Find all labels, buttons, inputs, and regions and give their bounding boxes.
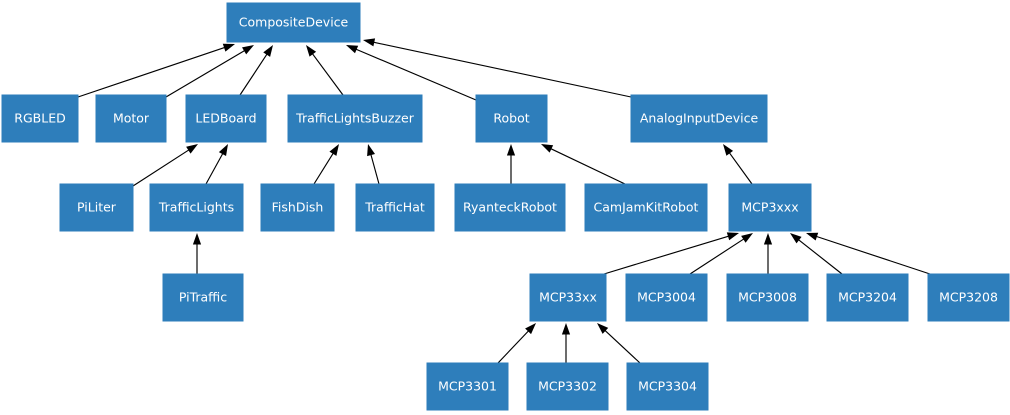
edge-trafficlights-to-ledboard bbox=[205, 144, 228, 185]
class-node-fishdish[interactable]: FishDish bbox=[260, 183, 335, 232]
node-box[interactable] bbox=[59, 183, 134, 232]
arrowhead-icon bbox=[723, 144, 734, 156]
arrowhead-icon bbox=[218, 144, 228, 157]
arrowhead-icon bbox=[192, 233, 202, 245]
edge-rgbled-to-compositedevice bbox=[77, 43, 235, 98]
arrowhead-icon bbox=[597, 323, 609, 334]
edge-mcp3xxx-to-analoginputdevice bbox=[723, 144, 753, 185]
node-box[interactable] bbox=[475, 94, 548, 143]
edge-mcp3304-to-mcp33xx bbox=[597, 323, 641, 364]
arrowhead-icon bbox=[525, 323, 536, 335]
edge-mcp3301-to-mcp33xx bbox=[497, 323, 536, 364]
arrowhead-icon bbox=[242, 45, 254, 55]
arrowhead-icon bbox=[222, 43, 235, 52]
node-box[interactable] bbox=[426, 362, 509, 411]
class-node-ledboard[interactable]: LEDBoard bbox=[185, 94, 267, 143]
class-node-ryanteckrobot[interactable]: RyanteckRobot bbox=[454, 183, 566, 232]
edge-analoginputdevice-to-compositedevice bbox=[363, 38, 632, 98]
class-node-rgbled[interactable]: RGBLED bbox=[1, 94, 79, 143]
edge-trafficlightsbuzzer-to-compositedevice bbox=[306, 45, 344, 96]
class-node-traffichat[interactable]: TrafficHat bbox=[355, 183, 435, 232]
edge-ledboard-to-compositedevice bbox=[239, 45, 273, 96]
class-node-pitraffic[interactable]: PiTraffic bbox=[162, 273, 244, 322]
arrowhead-icon bbox=[346, 45, 359, 54]
arrowhead-icon bbox=[806, 232, 819, 241]
arrowhead-icon bbox=[186, 144, 198, 154]
node-box[interactable] bbox=[625, 273, 708, 322]
node-box[interactable] bbox=[927, 273, 1010, 322]
class-node-trafficlights[interactable]: TrafficLights bbox=[149, 183, 244, 232]
edge-ryanteckrobot-to-robot bbox=[506, 144, 516, 184]
node-box[interactable] bbox=[826, 273, 909, 322]
node-box[interactable] bbox=[526, 362, 609, 411]
arrowhead-icon bbox=[306, 45, 317, 57]
class-node-mcp3301[interactable]: MCP3301 bbox=[426, 362, 509, 411]
node-box[interactable] bbox=[584, 183, 708, 232]
arrowhead-icon bbox=[329, 144, 339, 156]
node-box[interactable] bbox=[226, 2, 361, 43]
class-node-analoginputdevice[interactable]: AnalogInputDevice bbox=[630, 94, 768, 143]
arrowhead-icon bbox=[263, 45, 273, 57]
node-box[interactable] bbox=[185, 94, 267, 143]
edge-mcp3208-to-mcp3xxx bbox=[806, 232, 931, 275]
class-node-mcp3302[interactable]: MCP3302 bbox=[526, 362, 609, 411]
arrowhead-icon bbox=[506, 144, 516, 156]
node-box[interactable] bbox=[626, 362, 709, 411]
class-node-mcp3008[interactable]: MCP3008 bbox=[726, 273, 809, 322]
arrowhead-icon bbox=[367, 144, 376, 157]
arrowhead-icon bbox=[363, 38, 376, 47]
class-node-mcp3xxx[interactable]: MCP3xxx bbox=[728, 183, 812, 232]
arrowhead-icon bbox=[561, 323, 571, 335]
class-node-mcp3304[interactable]: MCP3304 bbox=[626, 362, 709, 411]
edge-camjamkitrobot-to-robot bbox=[541, 144, 626, 185]
edge-motor-to-compositedevice bbox=[165, 45, 254, 98]
node-box[interactable] bbox=[355, 183, 435, 232]
arrowhead-icon bbox=[741, 233, 753, 243]
edge-mcp33xx-to-mcp3xxx bbox=[603, 232, 739, 275]
node-box[interactable] bbox=[149, 183, 244, 232]
class-node-camjamkitrobot[interactable]: CamJamKitRobot bbox=[584, 183, 708, 232]
class-node-motor[interactable]: Motor bbox=[95, 94, 167, 143]
arrowhead-icon bbox=[763, 233, 773, 245]
node-box[interactable] bbox=[630, 94, 768, 143]
arrowhead-icon bbox=[790, 233, 802, 244]
node-box[interactable] bbox=[728, 183, 812, 232]
edge-traffichat-to-trafficlightsbuzzer bbox=[367, 144, 380, 185]
class-node-mcp3004[interactable]: MCP3004 bbox=[625, 273, 708, 322]
node-box[interactable] bbox=[287, 94, 423, 143]
node-box[interactable] bbox=[95, 94, 167, 143]
class-node-piliter[interactable]: PiLiter bbox=[59, 183, 134, 232]
class-node-mcp33xx[interactable]: MCP33xx bbox=[529, 273, 607, 322]
node-box[interactable] bbox=[529, 273, 607, 322]
edge-mcp3204-to-mcp3xxx bbox=[790, 233, 843, 275]
class-node-compositedevice[interactable]: CompositeDevice bbox=[226, 2, 361, 43]
class-node-mcp3204[interactable]: MCP3204 bbox=[826, 273, 909, 322]
edge-robot-to-compositedevice bbox=[346, 45, 477, 101]
node-box[interactable] bbox=[1, 94, 79, 143]
node-box[interactable] bbox=[260, 183, 335, 232]
class-node-trafficlightsbuzzer[interactable]: TrafficLightsBuzzer bbox=[287, 94, 423, 143]
edge-pitraffic-to-trafficlights bbox=[192, 233, 202, 274]
class-node-robot[interactable]: Robot bbox=[475, 94, 548, 143]
edge-mcp3302-to-mcp33xx bbox=[561, 323, 571, 363]
node-box[interactable] bbox=[454, 183, 566, 232]
edge-piliter-to-ledboard bbox=[132, 144, 198, 187]
node-box[interactable] bbox=[162, 273, 244, 322]
arrowhead-icon bbox=[726, 232, 739, 241]
arrowhead-icon bbox=[541, 144, 554, 153]
class-node-mcp3208[interactable]: MCP3208 bbox=[927, 273, 1010, 322]
edge-mcp3004-to-mcp3xxx bbox=[689, 233, 753, 275]
edges-layer bbox=[77, 38, 931, 364]
edge-fishdish-to-trafficlightsbuzzer bbox=[313, 144, 339, 185]
edge-mcp3008-to-mcp3xxx bbox=[763, 233, 773, 274]
node-box[interactable] bbox=[726, 273, 809, 322]
